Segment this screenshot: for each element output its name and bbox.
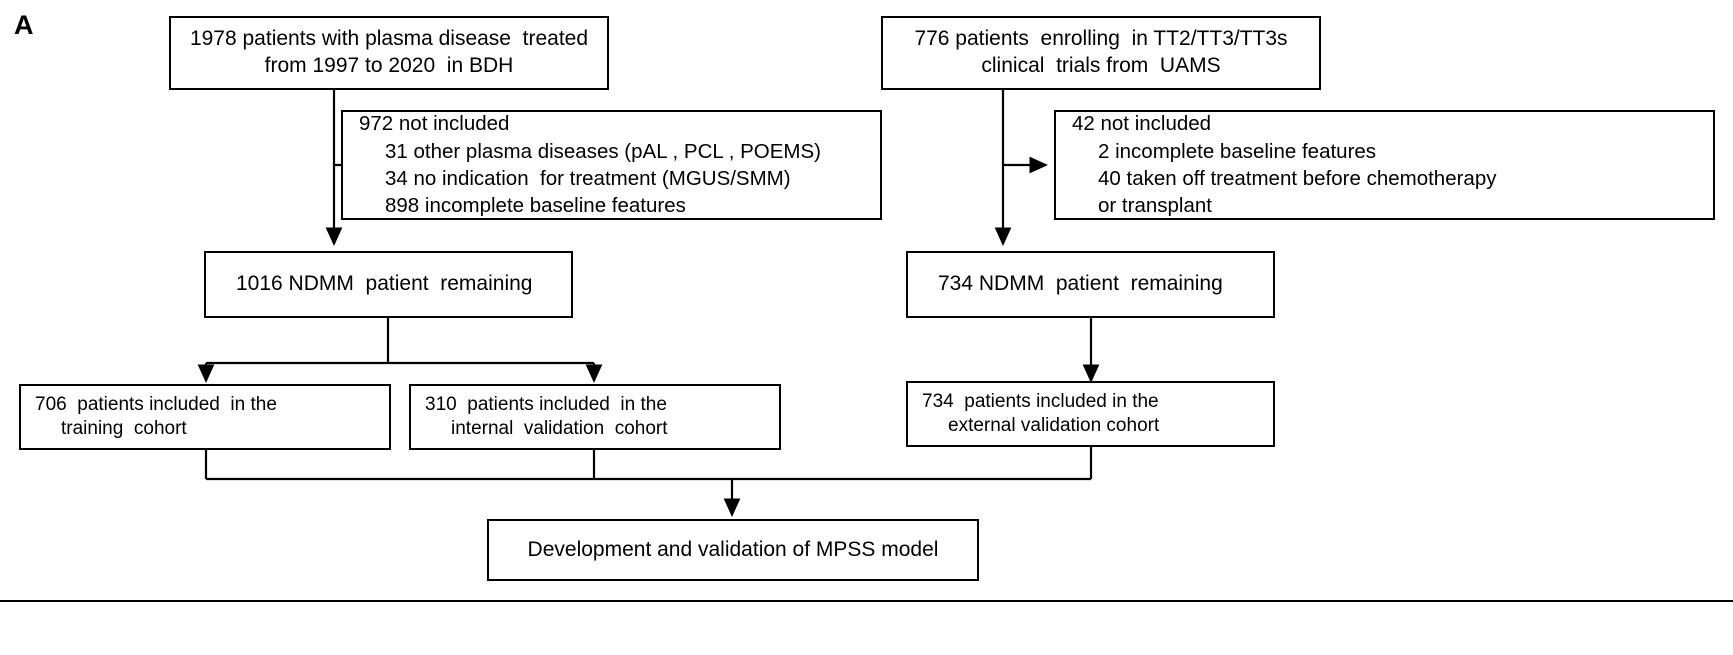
uams-excluded-line-4: or transplant (1098, 194, 1212, 218)
box-uams-source: 776 patients enrolling in TT2/TT3/TT3s c… (881, 16, 1321, 90)
external-validation-line-2: external validation cohort (948, 415, 1160, 436)
uams-excluded-line-2: 2 incomplete baseline features (1098, 139, 1377, 163)
internal-validation-line-1: 310 patients included in the (425, 393, 667, 415)
training-cohort-line-1: 706 patients included in the (35, 393, 277, 415)
box-uams-excluded: 42 not included 2 incomplete baseline fe… (1054, 110, 1715, 220)
bottom-rule (0, 600, 1733, 602)
uams-source-line-2: clinical trials from UAMS (981, 54, 1221, 77)
box-bdh-remaining: 1016 NDMM patient remaining (204, 251, 573, 318)
box-uams-remaining: 734 NDMM patient remaining (906, 251, 1275, 318)
bdh-source-line-1: 1978 patients with plasma disease treate… (189, 27, 589, 51)
panel-label-a: A (14, 10, 34, 40)
bdh-excluded-line-1: 972 not included (359, 112, 510, 136)
uams-source-line-1: 776 patients enrolling in TT2/TT3/TT3s (914, 27, 1288, 51)
internal-validation-line-2: internal validation cohort (451, 418, 668, 439)
box-final-model: Development and validation of MPSS model (487, 519, 979, 581)
uams-excluded-line-3: 40 taken off treatment before chemothera… (1098, 167, 1497, 190)
bdh-excluded-line-2: 31 other plasma diseases (pAL , PCL , PO… (385, 139, 822, 163)
training-cohort-line-2: training cohort (61, 418, 187, 439)
uams-remaining-line-1: 734 NDMM patient remaining (938, 272, 1223, 296)
box-bdh-excluded: 972 not included 31 other plasma disease… (341, 110, 882, 220)
box-internal-validation-cohort: 310 patients included in the internal va… (409, 384, 781, 450)
external-validation-line-1: 734 patients included in the (922, 390, 1159, 412)
bdh-excluded-line-4: 898 incomplete baseline features (385, 194, 686, 218)
bdh-source-line-2: from 1997 to 2020 in BDH (264, 54, 514, 77)
bdh-remaining-line-1: 1016 NDMM patient remaining (236, 272, 533, 296)
uams-excluded-line-1: 42 not included (1072, 112, 1212, 136)
box-external-validation-cohort: 734 patients included in the external va… (906, 381, 1275, 447)
final-model-line-1: Development and validation of MPSS model (527, 537, 939, 561)
box-bdh-source: 1978 patients with plasma disease treate… (169, 16, 609, 90)
bdh-excluded-line-3: 34 no indication for treatment (MGUS/SMM… (385, 167, 791, 190)
box-training-cohort: 706 patients included in the training co… (19, 384, 391, 450)
